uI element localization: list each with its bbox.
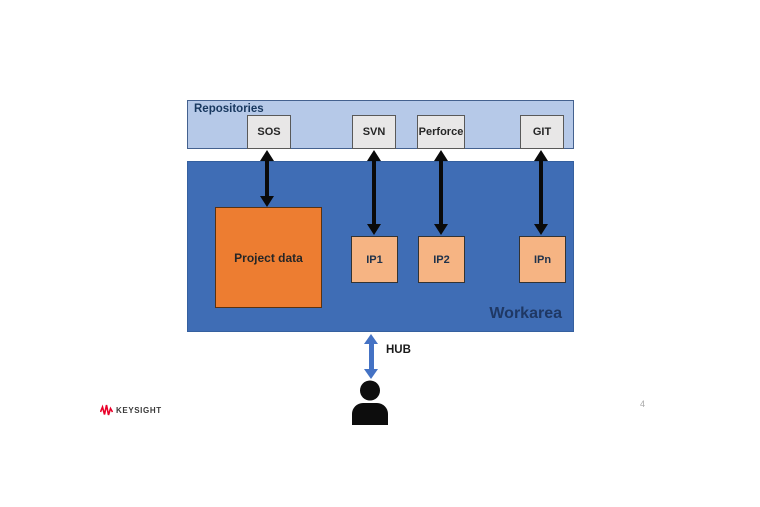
repo-box-sos: SOS bbox=[247, 115, 291, 149]
arrow-hub-user bbox=[364, 334, 378, 379]
brand-logo: KEYSIGHT bbox=[100, 404, 162, 416]
arrow-git-ipn bbox=[534, 150, 548, 235]
project-data-box: Project data bbox=[215, 207, 322, 308]
repositories-band: Repositories SOS SVN Perforce GIT bbox=[187, 100, 574, 149]
repo-box-perforce: Perforce bbox=[417, 115, 465, 149]
workarea-band: Project data IP1 IP2 IPn Workarea bbox=[187, 161, 574, 332]
ipn-box: IPn bbox=[519, 236, 566, 283]
page-number: 4 bbox=[640, 399, 646, 409]
repo-box-svn: SVN bbox=[352, 115, 396, 149]
person-icon bbox=[349, 379, 391, 430]
arrow-sos-projectdata bbox=[260, 150, 274, 207]
keysight-waveform-icon bbox=[100, 404, 113, 416]
arrow-svn-ip1 bbox=[367, 150, 381, 235]
repositories-band-label: Repositories bbox=[194, 103, 264, 115]
workarea-label: Workarea bbox=[489, 305, 562, 322]
arrow-perforce-ip2 bbox=[434, 150, 448, 235]
ip1-box: IP1 bbox=[351, 236, 398, 283]
hub-label: HUB bbox=[386, 344, 411, 356]
repo-box-git: GIT bbox=[520, 115, 564, 149]
ip2-box: IP2 bbox=[418, 236, 465, 283]
brand-name: KEYSIGHT bbox=[116, 405, 162, 415]
